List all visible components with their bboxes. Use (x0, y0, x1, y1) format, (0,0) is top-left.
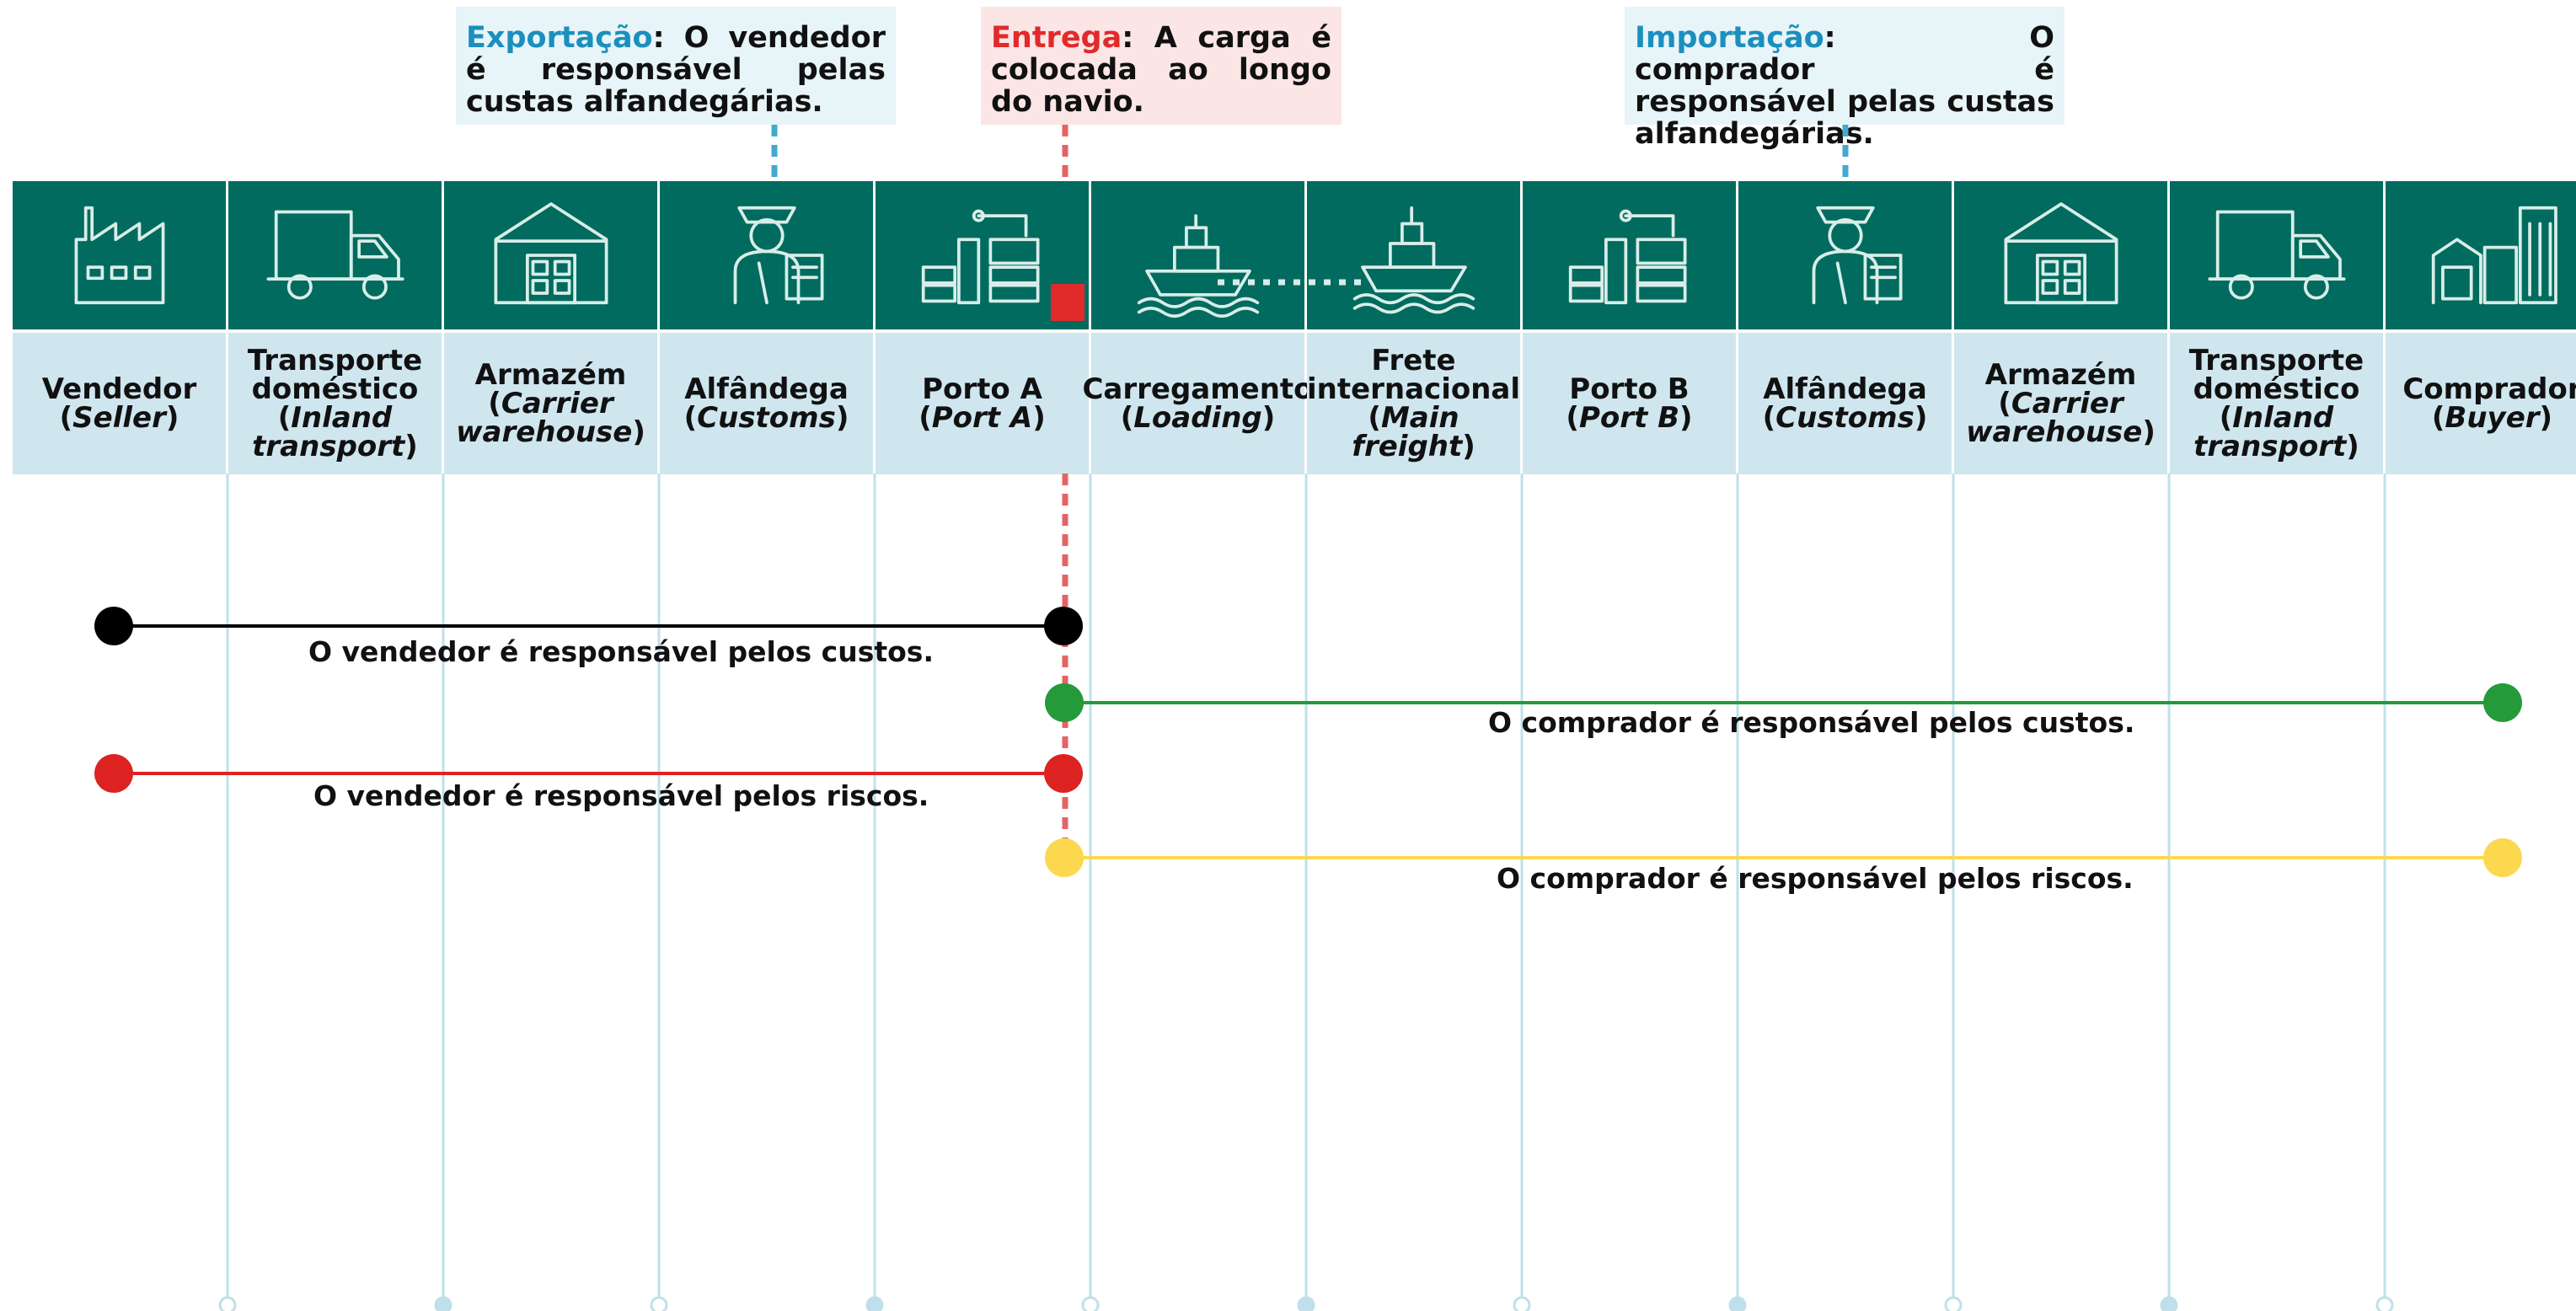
stage-label: Alfândega(Customs) (660, 333, 873, 474)
stage-icon-cell (2170, 181, 2383, 329)
port-crane-icon (911, 192, 1054, 318)
stage-label: Carregamento(Loading) (1082, 333, 1314, 474)
guide-endpoint (650, 1296, 668, 1311)
import-callout-text: : O comprador é responsável pelas custas… (1635, 21, 2054, 151)
ship-loading-icon (1127, 192, 1270, 318)
stage-subtitle: (Carrier warehouse) (1966, 387, 2156, 449)
stage-name: Carregamento (1082, 372, 1314, 406)
stage-label: Porto B(Port B) (1523, 333, 1736, 474)
import-callout: Importação: O comprador é responsável pe… (1625, 7, 2065, 150)
stage-column: Porto B(Port B) (1523, 181, 1736, 474)
truck-icon (2205, 192, 2348, 318)
stage-subtitle: (Inland transport) (2193, 401, 2359, 463)
guide-endpoint (1944, 1296, 1963, 1311)
guide-endpoint (1728, 1296, 1747, 1311)
export-callout-lead: Exportação (466, 21, 653, 55)
customs-officer-icon (695, 192, 838, 318)
warehouse-icon (1990, 192, 2133, 318)
stage-column: Porto A(Port A) (876, 181, 1089, 474)
stage-subtitle: (Seller) (59, 401, 179, 435)
guide-endpoint (434, 1296, 453, 1311)
ship-icon (1342, 192, 1486, 318)
delivery-callout-lead: Entrega (991, 21, 1122, 55)
stage-icon-cell (2386, 181, 2576, 329)
stage-column: Armazém(Carrier warehouse) (1954, 181, 2167, 474)
guide-endpoint (1297, 1296, 1315, 1311)
stage-icon-cell (1738, 181, 1952, 329)
stage-column: Vendedor(Seller) (13, 181, 226, 474)
export-callout: Exportação: O vendedor é responsável pel… (456, 7, 896, 125)
stage-subtitle: (Inland transport) (252, 401, 418, 463)
import-callout-lead: Importação (1635, 21, 1824, 55)
stage-label: Vendedor(Seller) (13, 333, 226, 474)
customs-officer-icon (1774, 192, 1917, 318)
factory-icon (48, 192, 191, 318)
seller-costs-label: O vendedor é responsável pelos custos. (308, 635, 934, 668)
stage-icon-cell (1523, 181, 1736, 329)
stage-icon-cell (876, 181, 1089, 329)
stage-subtitle: (Port A) (918, 401, 1046, 435)
stage-name: Armazém (1984, 358, 2137, 392)
stage-column: Comprador(Buyer) (2386, 181, 2576, 474)
stage-subtitle: (Loading) (1120, 401, 1276, 435)
stage-icon-cell (660, 181, 873, 329)
stage-name: Transporte doméstico (247, 344, 423, 406)
stage-subtitle: (Port B) (1566, 401, 1693, 435)
stage-column: Armazém(Carrier warehouse) (444, 181, 657, 474)
stage-name: Alfândega (684, 372, 849, 406)
seller-risks-label: O vendedor é responsável pelos riscos. (313, 779, 929, 812)
stage-subtitle: (Buyer) (2431, 401, 2553, 435)
stage-label: Comprador(Buyer) (2386, 333, 2576, 474)
stage-label: Armazém(Carrier warehouse) (1954, 333, 2167, 474)
stage-label: Transporte doméstico(Inland transport) (228, 333, 442, 474)
stage-name: Armazém (474, 358, 627, 392)
stage-name: Frete internacional (1306, 344, 1521, 406)
guide-endpoint (865, 1296, 884, 1311)
delivery-callout: Entrega: A carga é colocada ao longo do … (981, 7, 1342, 125)
stage-name: Porto A (922, 372, 1042, 406)
stage-name: Transporte doméstico (2188, 344, 2364, 406)
stage-label: Transporte doméstico(Inland transport) (2170, 333, 2383, 474)
stage-label: Porto A(Port A) (876, 333, 1089, 474)
stage-name: Porto B (1569, 372, 1690, 406)
stage-column: Frete internacional(Main freight) (1307, 181, 1520, 474)
guide-endpoint (2160, 1296, 2178, 1311)
stage-subtitle: (Customs) (1762, 401, 1928, 435)
stage-column: Carregamento(Loading) (1082, 181, 1314, 474)
stage-column: Transporte doméstico(Inland transport) (2170, 181, 2383, 474)
buyer-costs-label: O comprador é responsável pelos custos. (1488, 706, 2135, 739)
stage-icon-cell (1954, 181, 2167, 329)
export-callout-text: : O vendedor é responsável pelas custas … (466, 21, 886, 119)
stage-subtitle: (Customs) (683, 401, 849, 435)
guide-endpoint (218, 1296, 237, 1311)
stage-column: Alfândega(Customs) (660, 181, 873, 474)
stage-name: Alfândega (1763, 372, 1927, 406)
stage-label: Alfândega(Customs) (1738, 333, 1952, 474)
stage-icon-cell (228, 181, 442, 329)
guide-endpoint (2375, 1296, 2394, 1311)
guide-endpoint (1513, 1296, 1531, 1311)
stage-icon-cell (1307, 181, 1520, 329)
port-crane-icon (1558, 192, 1701, 318)
guide-endpoint (1081, 1296, 1100, 1311)
stage-subtitle: (Main freight) (1352, 401, 1475, 463)
city-buildings-icon (2421, 192, 2564, 318)
warehouse-icon (479, 192, 623, 318)
stage-label: Armazém(Carrier warehouse) (444, 333, 657, 474)
stage-icon-cell (13, 181, 226, 329)
delivery-callout-text: : A carga é colocada ao longo do navio. (991, 21, 1331, 119)
stage-label: Frete internacional(Main freight) (1307, 333, 1520, 474)
stage-icon-cell (444, 181, 657, 329)
truck-icon (264, 192, 407, 318)
stage-subtitle: (Carrier warehouse) (456, 387, 645, 449)
stage-column: Alfândega(Customs) (1738, 181, 1952, 474)
buyer-risks-label: O comprador é responsável pelos riscos. (1497, 862, 2134, 895)
stage-name: Comprador (2402, 372, 2576, 406)
stage-icon-cell (1091, 181, 1304, 329)
stage-name: Vendedor (41, 372, 197, 406)
stage-column: Transporte doméstico(Inland transport) (228, 181, 442, 474)
